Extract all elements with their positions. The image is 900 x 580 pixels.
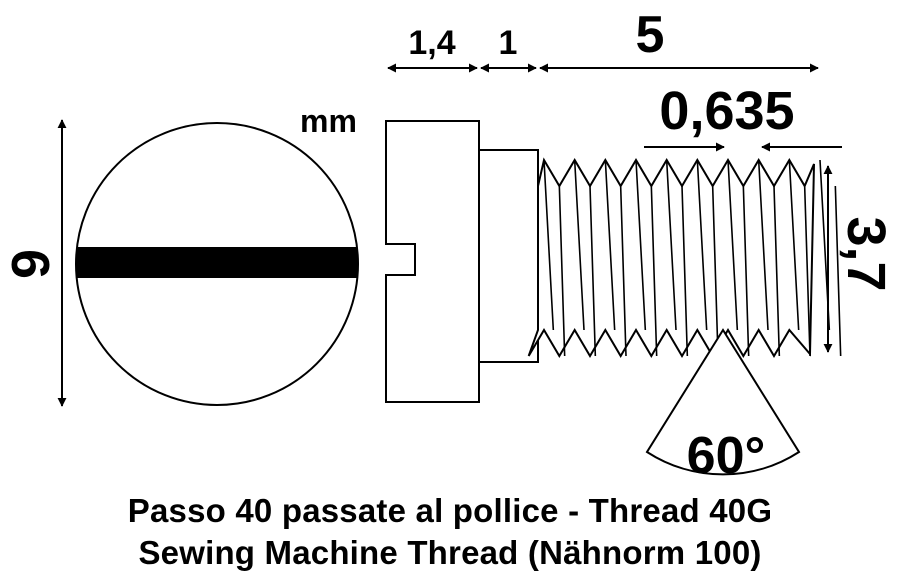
head-side-profile bbox=[385, 120, 480, 403]
thread-pitch-label: 0,635 bbox=[659, 81, 794, 141]
shoulder-length-label: 1 bbox=[499, 24, 518, 62]
thread-profile bbox=[527, 157, 842, 358]
thread-diameter-label: 3,7 bbox=[836, 216, 896, 291]
thread-flank bbox=[635, 159, 658, 357]
screwdriver-slot bbox=[77, 247, 357, 278]
thread-angle-indicator: 60° bbox=[645, 328, 801, 485]
thread-diameter-dimension: 3,7 bbox=[823, 165, 896, 353]
head-thickness-label: 1,4 bbox=[408, 24, 455, 62]
thread-flank bbox=[543, 159, 566, 357]
thread-flank bbox=[665, 159, 689, 357]
thread-flank bbox=[788, 159, 811, 357]
thread-angle-label: 60° bbox=[687, 427, 766, 485]
thread-flank bbox=[604, 159, 627, 357]
screw-head-end-view bbox=[75, 122, 359, 406]
head-diameter-label: 6 bbox=[0, 249, 60, 279]
head-diameter-dimension: 6 bbox=[0, 119, 67, 407]
thread-flank bbox=[757, 159, 781, 357]
thread-angle-sector bbox=[645, 328, 801, 476]
shoulder-profile bbox=[478, 149, 539, 363]
units-label: mm bbox=[300, 103, 357, 139]
caption-line-1: Passo 40 passate al pollice - Thread 40G bbox=[127, 492, 773, 529]
thread-pitch-dimension: 0,635 bbox=[644, 81, 842, 152]
screw-side-view bbox=[385, 120, 842, 403]
thread-length-dimension: 5 bbox=[539, 6, 819, 73]
thread-flank bbox=[573, 159, 597, 357]
thread-flank bbox=[696, 159, 719, 357]
caption-line-2: Sewing Machine Thread (Nähnorm 100) bbox=[138, 534, 762, 571]
shoulder-length-dimension: 1 bbox=[480, 24, 537, 73]
head-thickness-dimension: 1,4 bbox=[387, 24, 478, 73]
thread-flank bbox=[727, 159, 750, 357]
thread-length-label: 5 bbox=[636, 6, 665, 64]
